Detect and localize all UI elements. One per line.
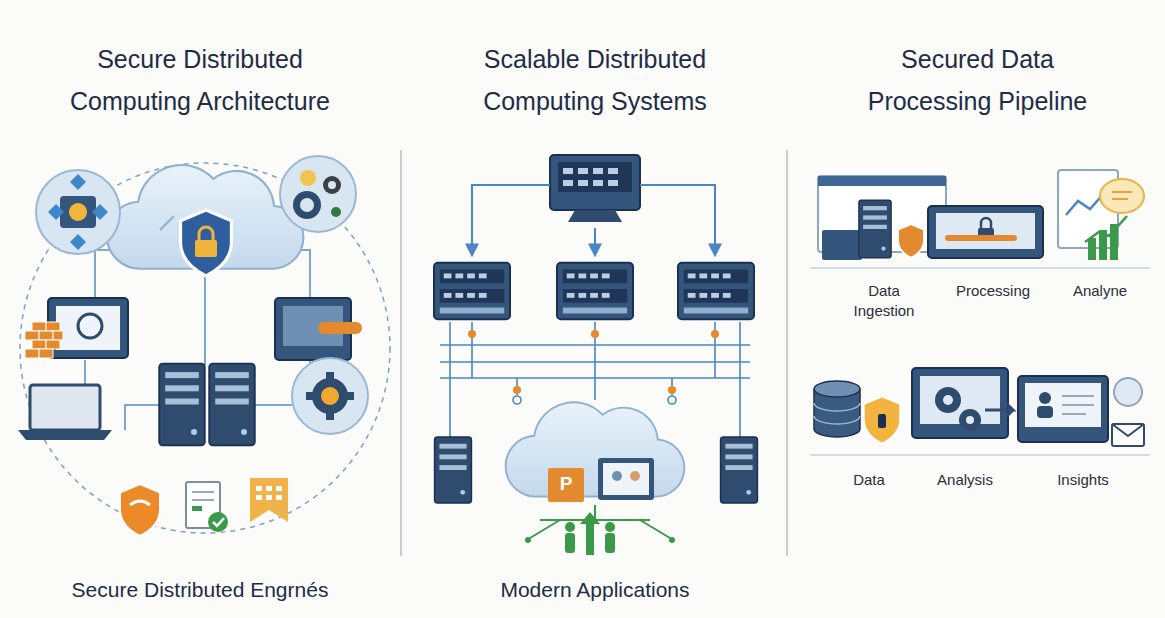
- stage-label: Analysis: [937, 470, 993, 490]
- stage-label: Analyne: [1073, 281, 1127, 301]
- panel: Scalable Distributed Computing SystemsMo…: [400, 0, 790, 618]
- panel: Secured Data Processing Pipeline: [790, 0, 1165, 618]
- stage-label: Processing: [956, 281, 1030, 301]
- stage-label: Insights: [1057, 470, 1109, 490]
- panel-heading: Scalable Distributed Computing Systems: [463, 38, 728, 122]
- icon-letter: P: [560, 474, 573, 494]
- panel: Secure Distributed Computing Architectur…: [0, 0, 400, 618]
- panel-heading: Secured Data Processing Pipeline: [855, 38, 1100, 122]
- panel-heading: Secure Distributed Computing Architectur…: [50, 38, 350, 122]
- panel-caption: Secure Distributed Engrnés: [72, 578, 329, 602]
- stage-label: Data: [853, 470, 885, 490]
- stage-label: Data Ingestion: [844, 281, 924, 321]
- panel-caption: Modern Applications: [500, 578, 689, 602]
